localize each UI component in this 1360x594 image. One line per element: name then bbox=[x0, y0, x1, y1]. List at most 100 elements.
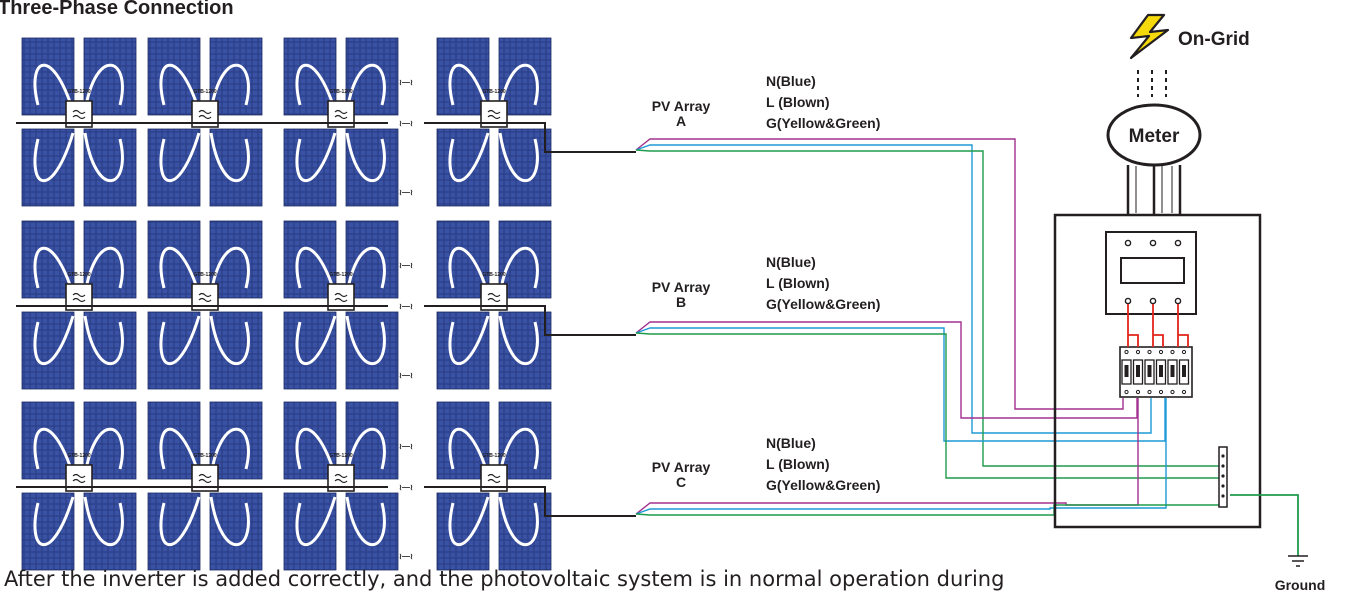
ac-trunk-cable bbox=[16, 305, 636, 336]
solar-panel bbox=[147, 128, 201, 207]
wire-color-label: N(Blue) bbox=[766, 254, 816, 270]
continuation-mark: ≀—≀ bbox=[399, 261, 413, 270]
pv-module-pair: GTB-1200 bbox=[283, 37, 399, 207]
solar-panel bbox=[83, 128, 137, 207]
inverter-model-label: GTB-1200 bbox=[482, 89, 506, 95]
pv-module-pair: GTB-1200 bbox=[147, 37, 263, 207]
solar-panel bbox=[345, 311, 399, 390]
solar-panel bbox=[345, 128, 399, 207]
pv-module-pair: GTB-1200 bbox=[436, 37, 552, 207]
utility-meter: Meter bbox=[1106, 70, 1202, 215]
solar-panel bbox=[498, 128, 552, 207]
continuation-mark: ≀—≀ bbox=[399, 188, 413, 197]
pv-module-pair: GTB-1200 bbox=[147, 220, 263, 390]
ground-wire bbox=[635, 332, 1219, 479]
live-wire bbox=[635, 398, 1139, 515]
continuation-mark: ≀—≀ bbox=[399, 78, 413, 87]
continuation-mark: ≀—≀ bbox=[399, 119, 413, 128]
wire-color-label: G(Yellow&Green) bbox=[766, 477, 880, 493]
neutral-wire bbox=[635, 327, 1166, 442]
grid-feed-lines bbox=[1137, 70, 1167, 97]
solar-panel bbox=[83, 492, 137, 571]
live-wire bbox=[635, 321, 1138, 419]
inverter-model-label: GTB-1200 bbox=[482, 453, 506, 459]
inverter-model-label: GTB-1200 bbox=[67, 272, 91, 278]
continuation-mark: ≀—≀ bbox=[399, 442, 413, 451]
diagram-title: Three-Phase Connection bbox=[0, 0, 234, 19]
solar-panel bbox=[436, 128, 490, 207]
solar-panel bbox=[209, 128, 263, 207]
ground-bar bbox=[1218, 446, 1228, 508]
solar-panel bbox=[283, 311, 337, 390]
array-name-label: PV Array bbox=[652, 98, 711, 114]
array-labels: ≀—≀≀—≀≀—≀≀—≀≀—≀≀—≀≀—≀≀—≀≀—≀PV ArrayAN(Bl… bbox=[399, 73, 880, 561]
wire-color-label: N(Blue) bbox=[766, 73, 816, 89]
solar-panel bbox=[345, 492, 399, 571]
meter-screen bbox=[1120, 257, 1185, 284]
wire-color-label: G(Yellow&Green) bbox=[766, 115, 880, 131]
wire-color-label: L (Blown) bbox=[766, 456, 830, 472]
inverter-model-label: GTB-1200 bbox=[482, 272, 506, 278]
pv-module-pair: GTB-1200 bbox=[21, 220, 137, 390]
inverter-model-label: GTB-1200 bbox=[329, 272, 353, 278]
inverter-model-label: GTB-1200 bbox=[329, 89, 353, 95]
ac-wiring bbox=[16, 122, 1219, 517]
solar-panel bbox=[283, 492, 337, 571]
continuation-mark: ≀—≀ bbox=[399, 371, 413, 380]
lightning-bolt-icon bbox=[1129, 13, 1170, 60]
pv-module-pair: GTB-1200 bbox=[436, 401, 552, 571]
solar-panel bbox=[209, 492, 263, 571]
meter-terminals-bottom bbox=[1124, 297, 1182, 305]
ac-trunk-cable bbox=[16, 486, 636, 517]
solar-panel bbox=[83, 311, 137, 390]
array-name-label: PV Array bbox=[652, 459, 711, 475]
wire-color-label: L (Blown) bbox=[766, 94, 830, 110]
solar-panel bbox=[147, 492, 201, 571]
neutral-wire bbox=[635, 144, 1152, 434]
solar-panel bbox=[283, 128, 337, 207]
continuation-mark: ≀—≀ bbox=[399, 483, 413, 492]
solar-panel bbox=[21, 492, 75, 571]
live-wire bbox=[635, 138, 1124, 410]
array-letter-label: A bbox=[676, 113, 686, 129]
ground-label: Ground bbox=[1275, 577, 1326, 593]
ac-trunk-cable bbox=[16, 122, 636, 153]
inverter-model-label: GTB-1200 bbox=[67, 453, 91, 459]
meter-display-unit bbox=[1105, 231, 1197, 315]
pv-module-pair: GTB-1200 bbox=[21, 37, 137, 207]
solar-panel bbox=[21, 128, 75, 207]
pv-module-pair: GTB-1200 bbox=[147, 401, 263, 571]
pv-module-pair: GTB-1200 bbox=[436, 220, 552, 390]
continuation-mark: ≀—≀ bbox=[399, 302, 413, 311]
continuation-mark: ≀—≀ bbox=[399, 552, 413, 561]
solar-panel bbox=[498, 311, 552, 390]
inverter-model-label: GTB-1200 bbox=[193, 89, 217, 95]
array-letter-label: C bbox=[676, 474, 686, 490]
solar-panel bbox=[147, 220, 201, 299]
pv-module-pair: GTB-1200 bbox=[21, 401, 137, 571]
meter-terminals-top bbox=[1124, 239, 1182, 247]
inverter-model-label: GTB-1200 bbox=[329, 453, 353, 459]
array-letter-label: B bbox=[676, 294, 686, 310]
solar-panel bbox=[436, 311, 490, 390]
array-name-label: PV Array bbox=[652, 279, 711, 295]
ground-icon bbox=[1230, 494, 1308, 567]
breaker-icon bbox=[1119, 304, 1193, 398]
meter-label: Meter bbox=[1129, 126, 1180, 147]
inverter-model-label: GTB-1200 bbox=[67, 89, 91, 95]
caption-text: After the inverter is added correctly, a… bbox=[4, 567, 1005, 591]
solar-panel bbox=[436, 492, 490, 571]
solar-panel bbox=[209, 311, 263, 390]
meter-to-breaker-link bbox=[1127, 304, 1189, 347]
pv-module-pair: GTB-1200 bbox=[283, 401, 399, 571]
distribution-box bbox=[1053, 213, 1262, 529]
wire-color-label: L (Blown) bbox=[766, 275, 830, 291]
wire-color-label: N(Blue) bbox=[766, 435, 816, 451]
ground-wire bbox=[635, 504, 1219, 516]
neutral-wire bbox=[635, 398, 1167, 515]
solar-panel bbox=[21, 311, 75, 390]
pv-module-pair: GTB-1200 bbox=[283, 220, 399, 390]
ground-wire bbox=[635, 149, 1219, 467]
